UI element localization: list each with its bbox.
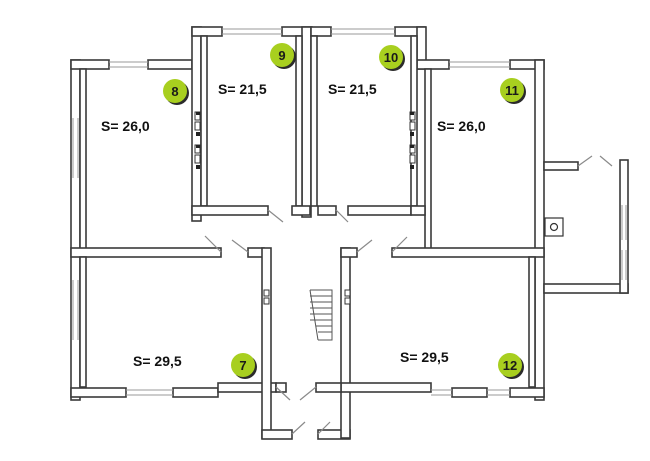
room-9-badge[interactable]: 9	[270, 43, 296, 69]
room-11-badge[interactable]: 11	[500, 78, 526, 104]
room-9-area: S= 21,5	[218, 81, 267, 97]
power-outlet-icon	[194, 111, 416, 305]
room-7-number: 7	[239, 358, 246, 373]
room-8-badge[interactable]: 8	[163, 79, 189, 105]
room-12-number: 12	[503, 358, 517, 373]
room-8-number: 8	[171, 84, 178, 99]
room-12-area: S= 29,5	[400, 349, 449, 365]
room-7-area: S= 29,5	[133, 353, 182, 369]
stairs-icon	[309, 289, 333, 341]
room-11-area: S= 26,0	[437, 118, 486, 134]
room-labels: S= 26,0 S= 21,5 S= 21,5 S= 26,0 S= 29,5 …	[101, 81, 486, 369]
room-12-badge[interactable]: 12	[498, 353, 524, 379]
room-8-area: S= 26,0	[101, 118, 150, 134]
room-badges: 8 9 10 11 7 12	[163, 43, 526, 379]
room-11-number: 11	[505, 83, 519, 98]
room-10-area: S= 21,5	[328, 81, 377, 97]
doors	[204, 155, 613, 435]
room-10-badge[interactable]: 10	[379, 45, 405, 71]
room-9-number: 9	[278, 48, 285, 63]
windows	[72, 28, 627, 396]
room-10-number: 10	[384, 50, 398, 65]
chimney-icon	[544, 217, 564, 237]
room-7-badge[interactable]: 7	[231, 353, 257, 379]
